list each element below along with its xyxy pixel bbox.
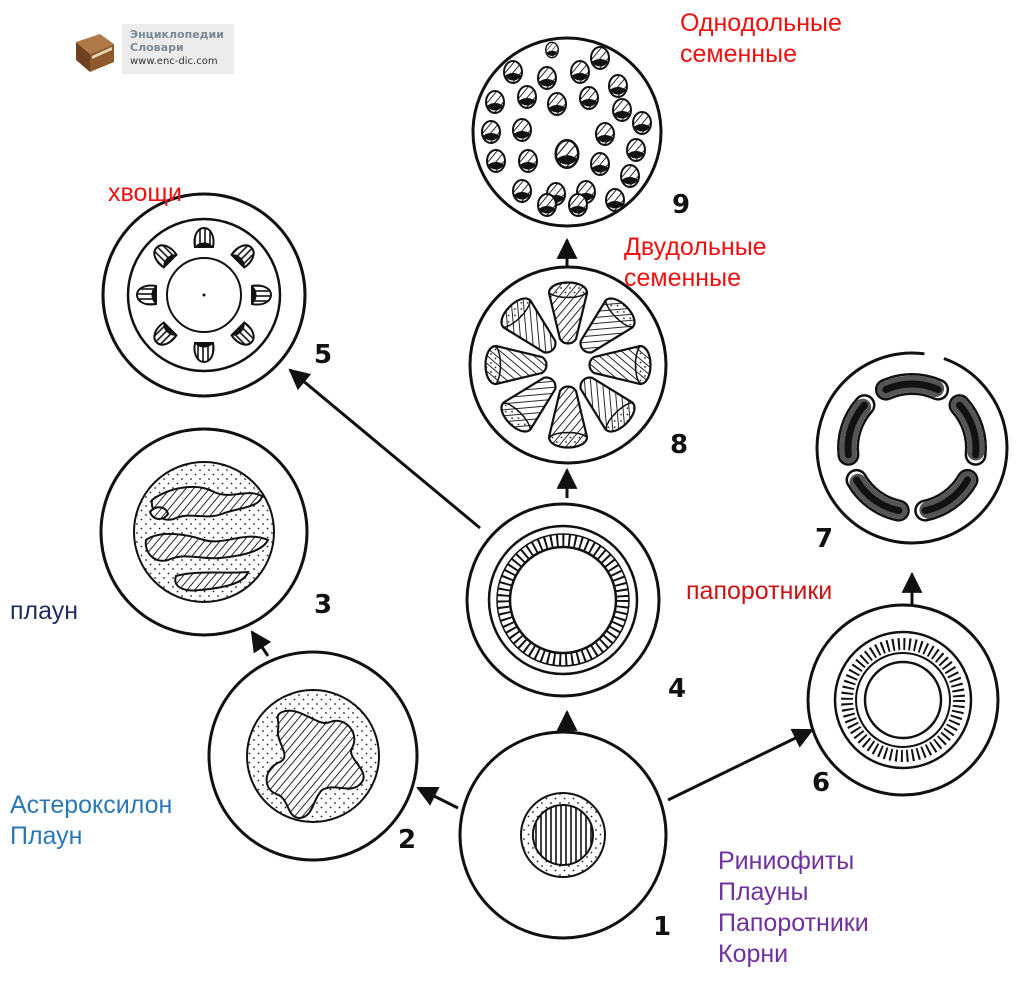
number-3: 3	[314, 590, 332, 620]
monocot-bundle	[580, 87, 598, 109]
label-dicots: Двудольные семенные	[624, 232, 767, 294]
label-dicots-line-2: семенные	[624, 263, 767, 294]
horsetail-bundle	[137, 285, 156, 304]
monocot-bundle	[482, 121, 500, 143]
monocot-bundle	[538, 194, 556, 216]
monocot-bundle	[591, 47, 609, 69]
number-6: 6	[812, 768, 830, 798]
section-2	[209, 652, 417, 860]
number-9: 9	[672, 190, 690, 220]
horsetail-bundle	[252, 285, 271, 304]
label-monocots-line-2: семенные	[680, 39, 842, 70]
label-clubmoss: плаун	[10, 596, 78, 627]
monocot-bundle	[571, 61, 589, 83]
monocot-bundle	[627, 139, 645, 161]
monocot-bundle	[548, 93, 566, 115]
label-horsetails: хвощи	[108, 178, 182, 209]
monocot-bundle	[513, 180, 531, 202]
number-2: 2	[398, 825, 416, 855]
number-5: 5	[314, 340, 332, 370]
label-roots-line-1: Риниофиты	[718, 846, 869, 877]
label-monocots: Однодольные семенные	[680, 8, 842, 70]
monocot-bundle	[546, 42, 559, 57]
monocot-bundle	[486, 91, 504, 113]
arrow-1-to-2	[418, 788, 458, 808]
label-roots: Риниофиты Плауны Папоротники Корни	[718, 846, 869, 970]
number-8: 8	[670, 430, 688, 460]
label-asteroxylon-line-1: Астероксилон	[10, 790, 172, 821]
label-asteroxylon: Астероксилон Плаун	[10, 790, 172, 852]
section-9	[473, 38, 661, 226]
monocot-bundle	[569, 194, 587, 216]
monocot-bundle	[609, 75, 627, 97]
number-7: 7	[815, 524, 833, 554]
label-monocots-line-1: Однодольные	[680, 8, 842, 39]
section-1	[460, 732, 666, 938]
section-3	[101, 429, 307, 635]
monocot-bundle	[621, 165, 639, 187]
monocot-bundle	[513, 119, 531, 141]
section-6	[808, 605, 998, 795]
number-1: 1	[653, 912, 671, 942]
arrow-4-to-5	[290, 370, 480, 528]
label-roots-line-3: Папоротники	[718, 908, 869, 939]
monocot-bundle	[633, 112, 651, 134]
monocot-bundle	[606, 189, 624, 211]
section-7	[817, 353, 1007, 543]
arrow-1-to-6	[668, 730, 812, 800]
monocot-bundle	[519, 150, 537, 172]
monocot-bundle	[591, 153, 609, 175]
section-4	[467, 504, 659, 696]
monocot-bundle	[487, 150, 505, 172]
section-8	[470, 267, 666, 463]
label-ferns: папоротники	[686, 576, 832, 607]
monocot-bundle	[613, 99, 631, 121]
monocot-bundle	[504, 61, 522, 83]
monocot-bundle	[556, 140, 579, 168]
horsetail-bundle	[194, 343, 213, 362]
monocot-bundle	[518, 86, 536, 108]
horsetail-bundle	[194, 228, 213, 247]
section-5	[103, 194, 305, 396]
label-roots-line-4: Корни	[718, 939, 869, 970]
number-4: 4	[668, 674, 686, 704]
monocot-bundle	[538, 67, 556, 89]
label-roots-line-2: Плауны	[718, 877, 869, 908]
monocot-bundle	[596, 123, 614, 145]
arrow-2-to-3	[252, 632, 268, 656]
label-dicots-line-1: Двудольные	[624, 232, 767, 263]
label-asteroxylon-line-2: Плаун	[10, 821, 172, 852]
